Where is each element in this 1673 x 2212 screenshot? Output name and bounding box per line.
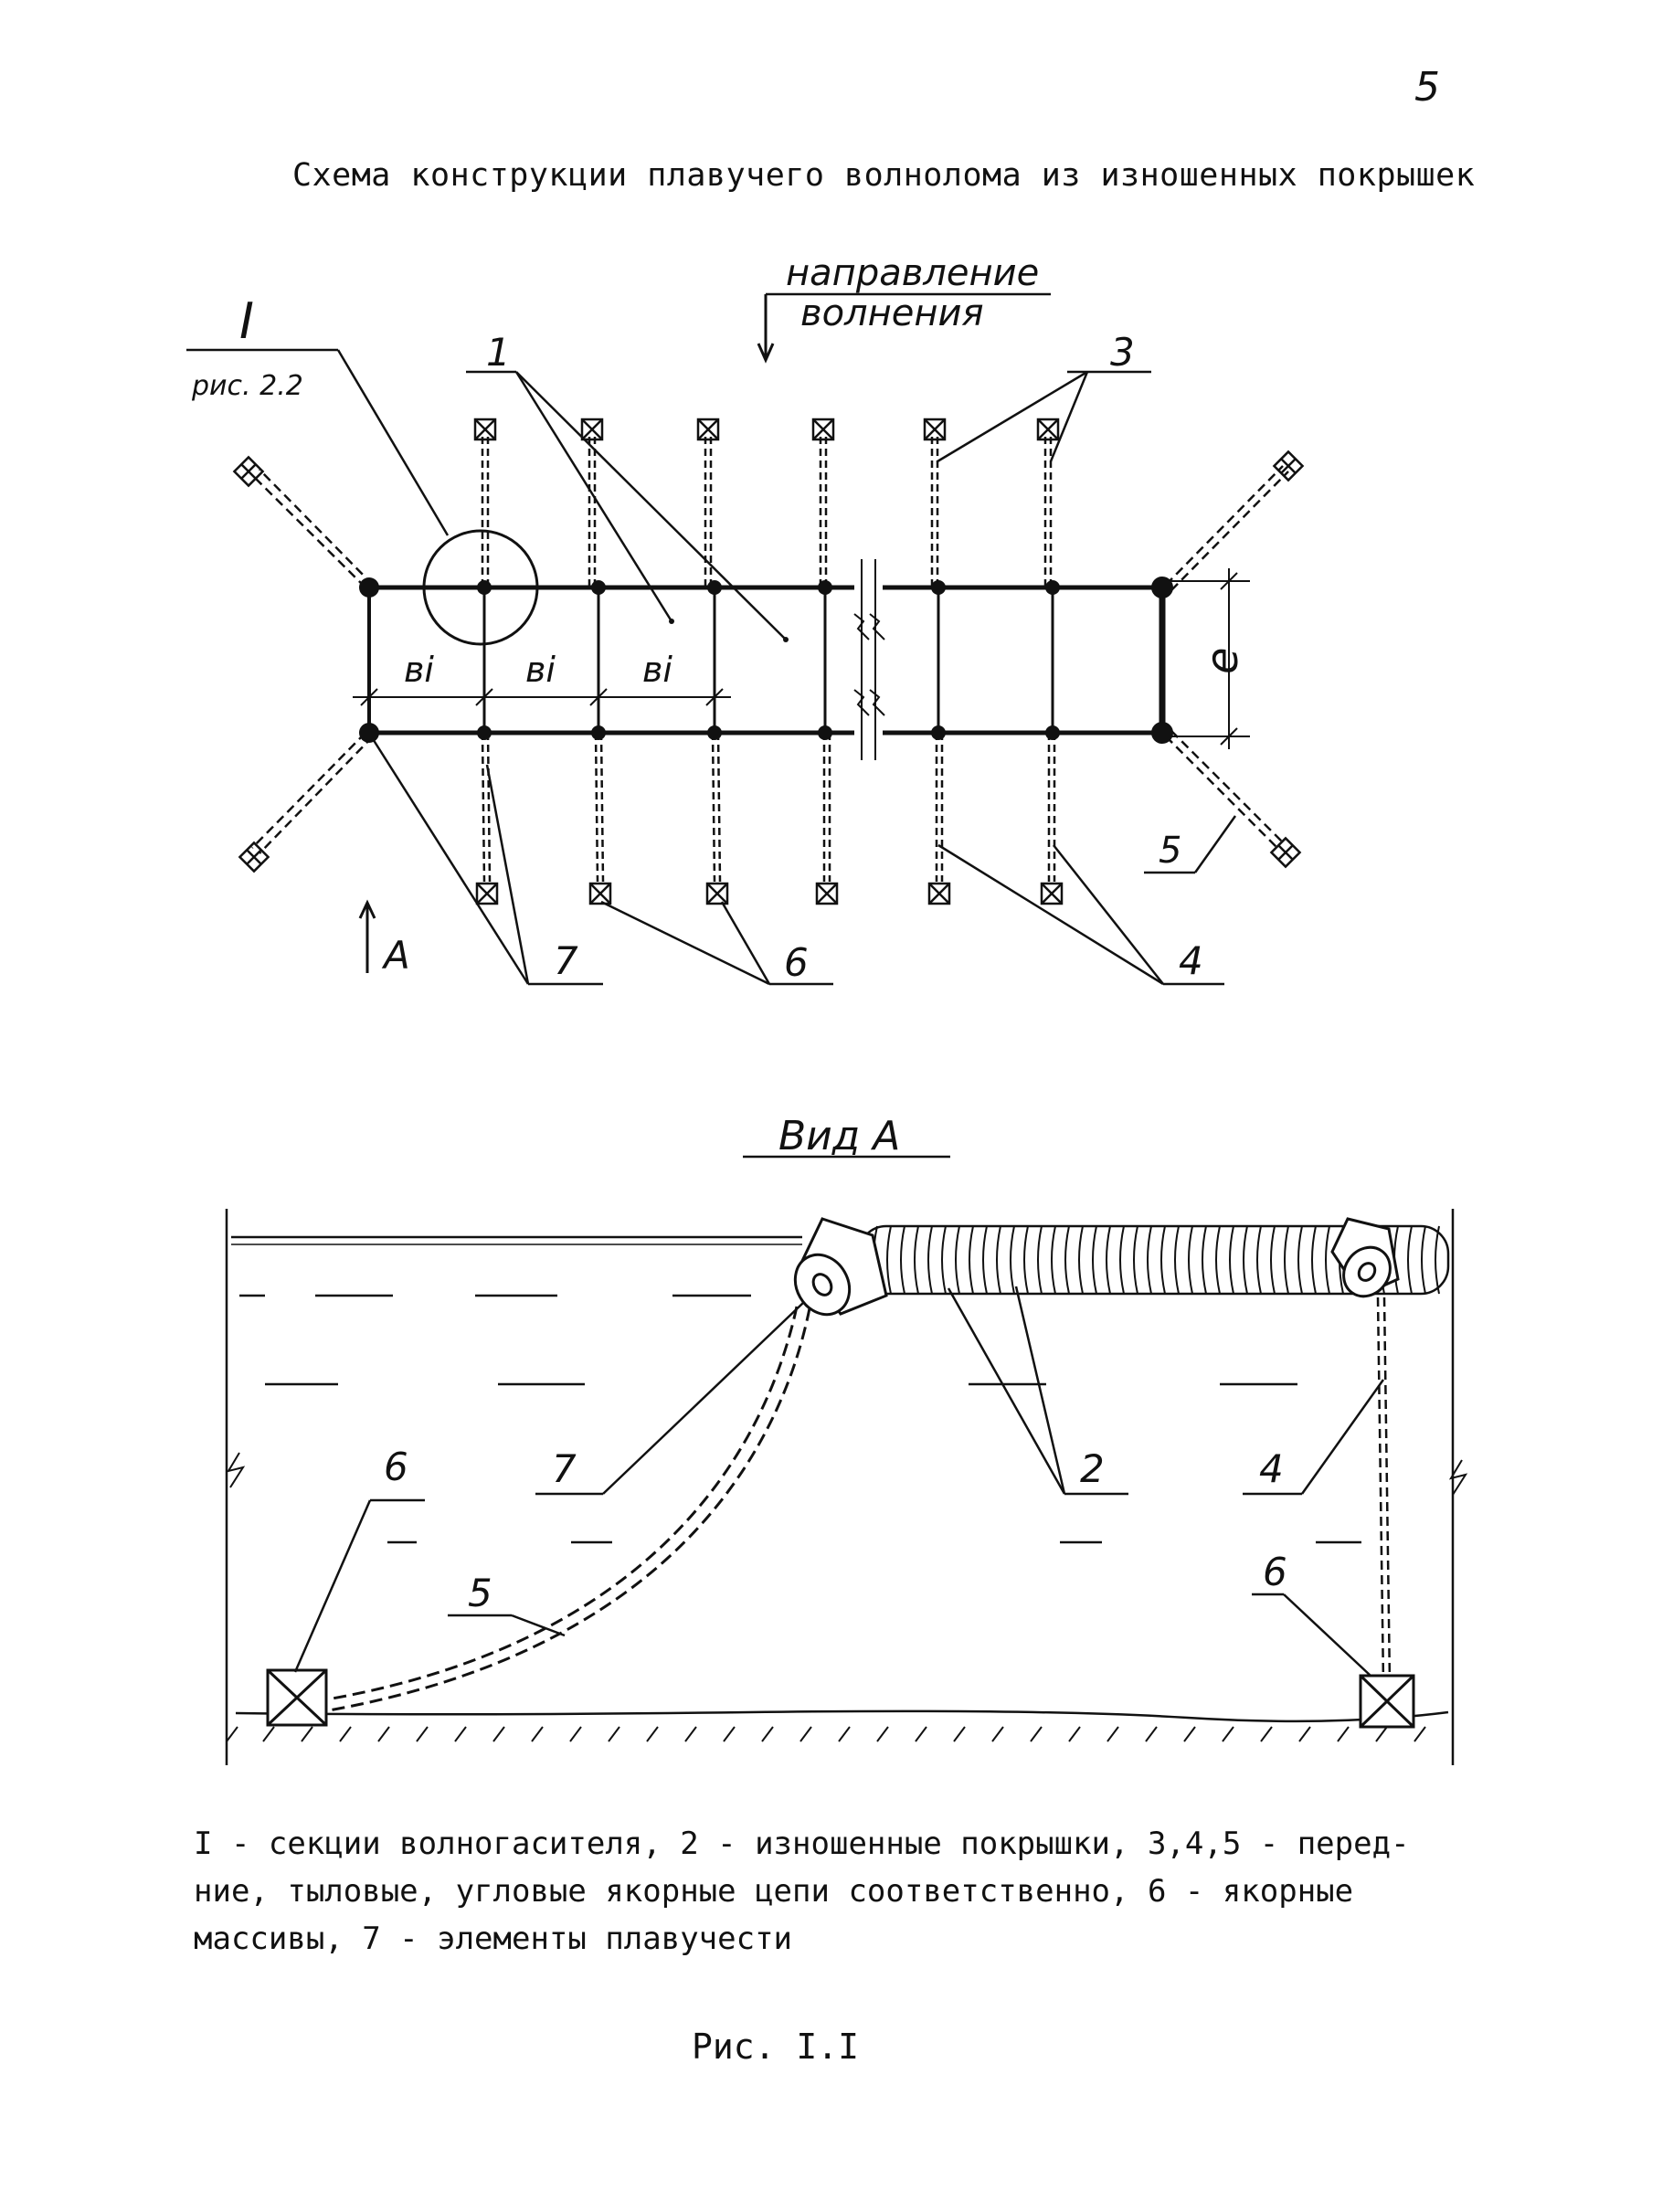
legend-line-2: ние, тыловые, угловые якорные цепи соотв… (194, 1873, 1354, 1910)
view-label-7: 7 (552, 1446, 577, 1491)
callout-I: I (239, 292, 254, 350)
float-left (793, 1217, 888, 1317)
front-chains (481, 437, 1053, 587)
view-label-6-right: 6 (1263, 1550, 1287, 1594)
corner-chains (251, 465, 1289, 854)
direction-label-1: направление (786, 252, 1039, 294)
view-label-2: 2 (1080, 1446, 1105, 1491)
dimension-e (1170, 568, 1250, 749)
view-title: Вид А (778, 1113, 900, 1159)
leader-lines (368, 370, 1237, 986)
spacing-label-3: вi (642, 650, 672, 690)
figure-title: Схема конструкции плавучего волнолома из… (292, 157, 1476, 194)
view-leader-lines (293, 1286, 1385, 1677)
wave-direction-arrow (757, 292, 1051, 364)
right-break (1448, 1459, 1468, 1496)
label-3: 3 (1110, 330, 1135, 375)
view-arrow-label: A (381, 933, 410, 978)
anchor-blocks-plan (232, 418, 1305, 905)
seabed (226, 1709, 1449, 1742)
rear-chains (481, 732, 1056, 883)
view-arrow (358, 899, 376, 973)
corner-chain-view (326, 1306, 811, 1712)
label-1: 1 (486, 330, 511, 375)
anchor-block-left (266, 1668, 328, 1727)
plan-diagram: направление волнения I рис. 2.2 1 3 e вi… (186, 252, 1305, 986)
anchor-block-right (1359, 1674, 1415, 1729)
label-4: 4 (1179, 938, 1203, 983)
view-label-5: 5 (468, 1571, 492, 1615)
left-break (226, 1452, 246, 1488)
label-7: 7 (554, 938, 578, 983)
frame-beams (367, 559, 1166, 760)
dimension-b (353, 688, 731, 706)
callout-leader (336, 349, 450, 536)
water-dashes (239, 1294, 1361, 1544)
callout-ref: рис. 2.2 (191, 370, 303, 402)
legend-line-1: I - секции волногасителя, 2 - изношенные… (194, 1826, 1410, 1862)
spacing-label-2: вi (525, 650, 556, 690)
width-label: e (1197, 647, 1248, 674)
label-5: 5 (1159, 830, 1181, 872)
figure-legend: I - секции волногасителя, 2 - изношенные… (194, 1820, 1519, 1963)
view-label-6-left: 6 (384, 1445, 408, 1489)
figure-caption: Рис. I.I (692, 2027, 860, 2067)
float-right (1330, 1217, 1400, 1298)
spacing-label-1: вi (404, 650, 434, 690)
legend-line-3: массивы, 7 - элементы плавучести (194, 1921, 793, 1957)
rear-chain-view (1376, 1297, 1392, 1684)
view-label-4: 4 (1259, 1446, 1284, 1491)
label-6: 6 (784, 940, 809, 985)
page-number: 5 (1414, 64, 1440, 111)
direction-label-2: волнения (800, 292, 984, 334)
frame-nodes (359, 577, 1173, 744)
